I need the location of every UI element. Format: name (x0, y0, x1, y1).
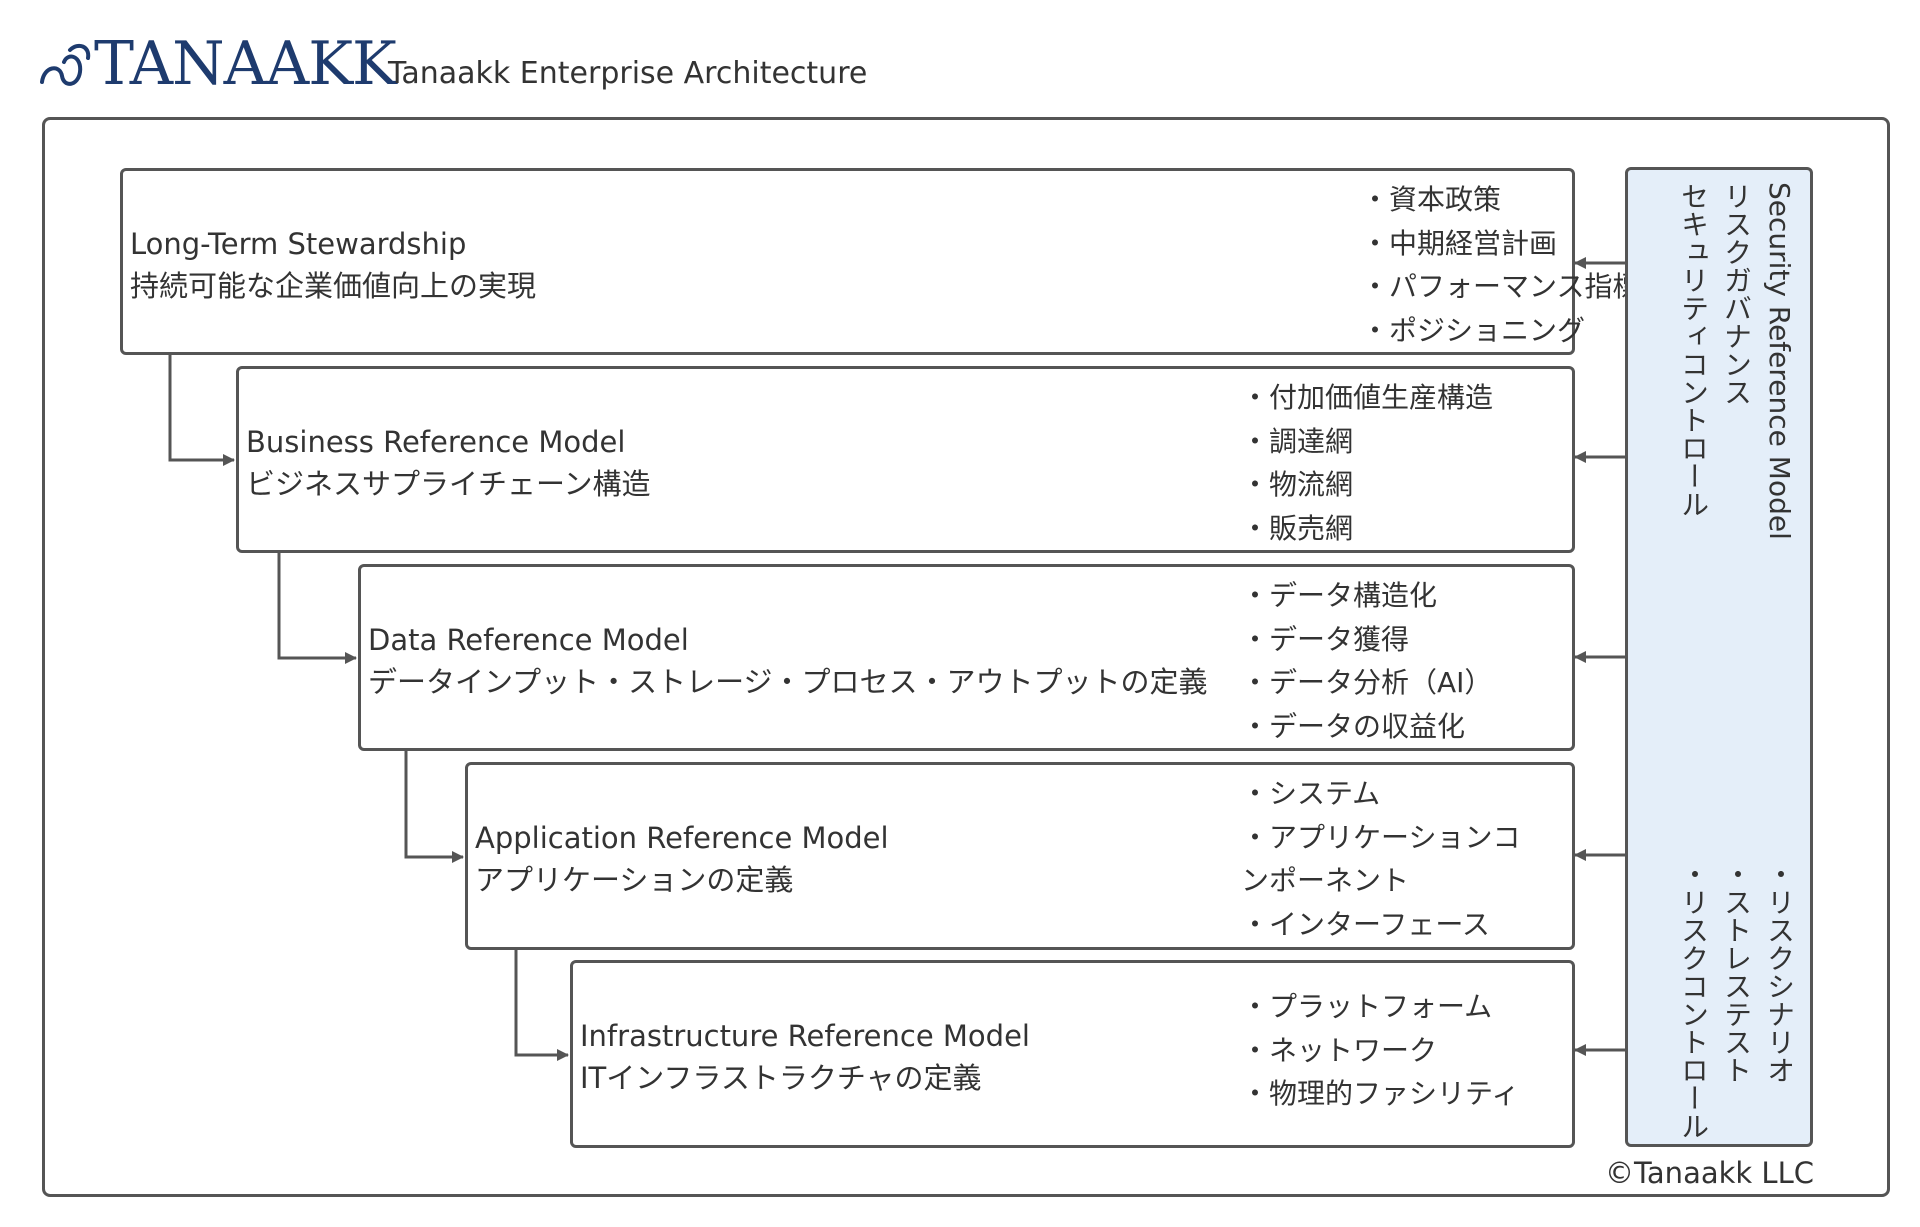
list-item: システム (1241, 772, 1541, 816)
list-item: 資本政策 (1361, 178, 1681, 222)
list-item: 調達網 (1241, 420, 1561, 464)
layer-description: データインプット・ストレージ・プロセス・アウトプットの定義 (368, 665, 1208, 699)
security-items: リスクシナリオ ストレステスト リスクコントロール (1672, 860, 1801, 1140)
layer-long-term-stewardship: Long-Term Stewardship 持続可能な企業価値向上の実現 資本政… (120, 168, 1640, 355)
layer-items: データ構造化 データ獲得 データ分析（AI） データの収益化 (1241, 574, 1561, 748)
list-item: データ構造化 (1241, 574, 1561, 618)
list-item: インターフェース (1241, 903, 1541, 947)
copyright-text: ©Tanaakk LLC (1605, 1156, 1814, 1190)
layer-items: 資本政策 中期経営計画 パフォーマンス指標 ポジショニング (1361, 178, 1681, 352)
list-item: ストレステスト (1715, 860, 1758, 1140)
layer-data-reference-model: Data Reference Model データインプット・ストレージ・プロセス… (358, 564, 1575, 751)
list-item: ネットワーク (1241, 1029, 1561, 1073)
layer-description: アプリケーションの定義 (475, 863, 794, 897)
list-item: データ獲得 (1241, 618, 1561, 662)
security-title: Security Reference Model リスクガバナンス セキュリティ… (1672, 182, 1801, 540)
layer-items: システム アプリケーションコンポーネント インターフェース (1241, 772, 1541, 946)
layer-name: Business Reference Model (246, 425, 626, 459)
header: TANAAKK Tanaakk Enterprise Architecture (38, 30, 1038, 100)
security-title-line: Security Reference Model (1763, 182, 1796, 540)
security-reference-model-panel: Security Reference Model リスクガバナンス セキュリティ… (1625, 167, 1813, 1147)
list-item: 物流網 (1241, 463, 1561, 507)
list-item: パフォーマンス指標 (1361, 265, 1681, 309)
layer-application-reference-model: Application Reference Model アプリケーションの定義 … (465, 762, 1575, 950)
layer-business-reference-model: Business Reference Model ビジネスサプライチェーン構造 … (236, 366, 1575, 553)
layer-items: プラットフォーム ネットワーク 物理的ファシリティ (1241, 985, 1561, 1116)
layer-items: 付加価値生産構造 調達網 物流網 販売網 (1241, 376, 1561, 550)
list-item: データ分析（AI） (1241, 661, 1561, 705)
security-title-line: セキュリティコントロール (1677, 182, 1710, 518)
layer-name: Application Reference Model (475, 821, 889, 855)
list-item: アプリケーションコンポーネント (1241, 816, 1541, 903)
layer-description: 持続可能な企業価値向上の実現 (130, 269, 537, 303)
logo-text: TANAAKK (94, 29, 397, 99)
layer-name: Data Reference Model (368, 623, 689, 657)
layer-description: ITインフラストラクチャの定義 (580, 1061, 982, 1095)
layer-name: Long-Term Stewardship (130, 227, 467, 261)
list-item: リスクコントロール (1672, 860, 1715, 1140)
list-item: リスクシナリオ (1758, 860, 1801, 1140)
security-title-line: リスクガバナンス (1720, 182, 1753, 406)
list-item: 販売網 (1241, 507, 1561, 551)
list-item: プラットフォーム (1241, 985, 1561, 1029)
logo-wave-icon (40, 43, 91, 86)
list-item: 物理的ファシリティ (1241, 1072, 1561, 1116)
list-item: ポジショニング (1361, 309, 1681, 353)
page-title: Tanaakk Enterprise Architecture (388, 56, 868, 91)
layer-infrastructure-reference-model: Infrastructure Reference Model ITインフラストラ… (570, 960, 1575, 1148)
layer-name: Infrastructure Reference Model (580, 1019, 1030, 1053)
list-item: データの収益化 (1241, 705, 1561, 749)
layer-description: ビジネスサプライチェーン構造 (246, 467, 651, 501)
list-item: 付加価値生産構造 (1241, 376, 1561, 420)
diagram-frame (42, 117, 1890, 1197)
list-item: 中期経営計画 (1361, 222, 1681, 266)
